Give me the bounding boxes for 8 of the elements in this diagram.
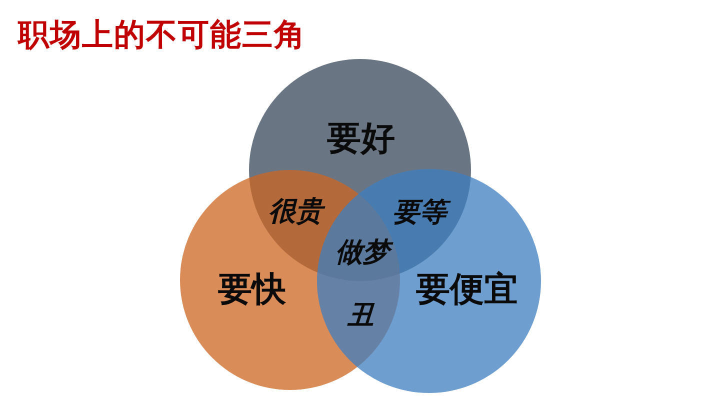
overlap-label: 要等 <box>388 197 454 229</box>
title: 职场上的不可能三角 <box>18 16 306 54</box>
circle-label: 要好 <box>327 120 395 158</box>
overlap-label: 丑 <box>346 300 376 332</box>
overlap-label: 很贵 <box>264 196 330 228</box>
circle-label: 要快 <box>218 271 286 309</box>
circle-label: 要便宜 <box>416 271 518 309</box>
overlap-label: 做梦 <box>332 237 396 269</box>
